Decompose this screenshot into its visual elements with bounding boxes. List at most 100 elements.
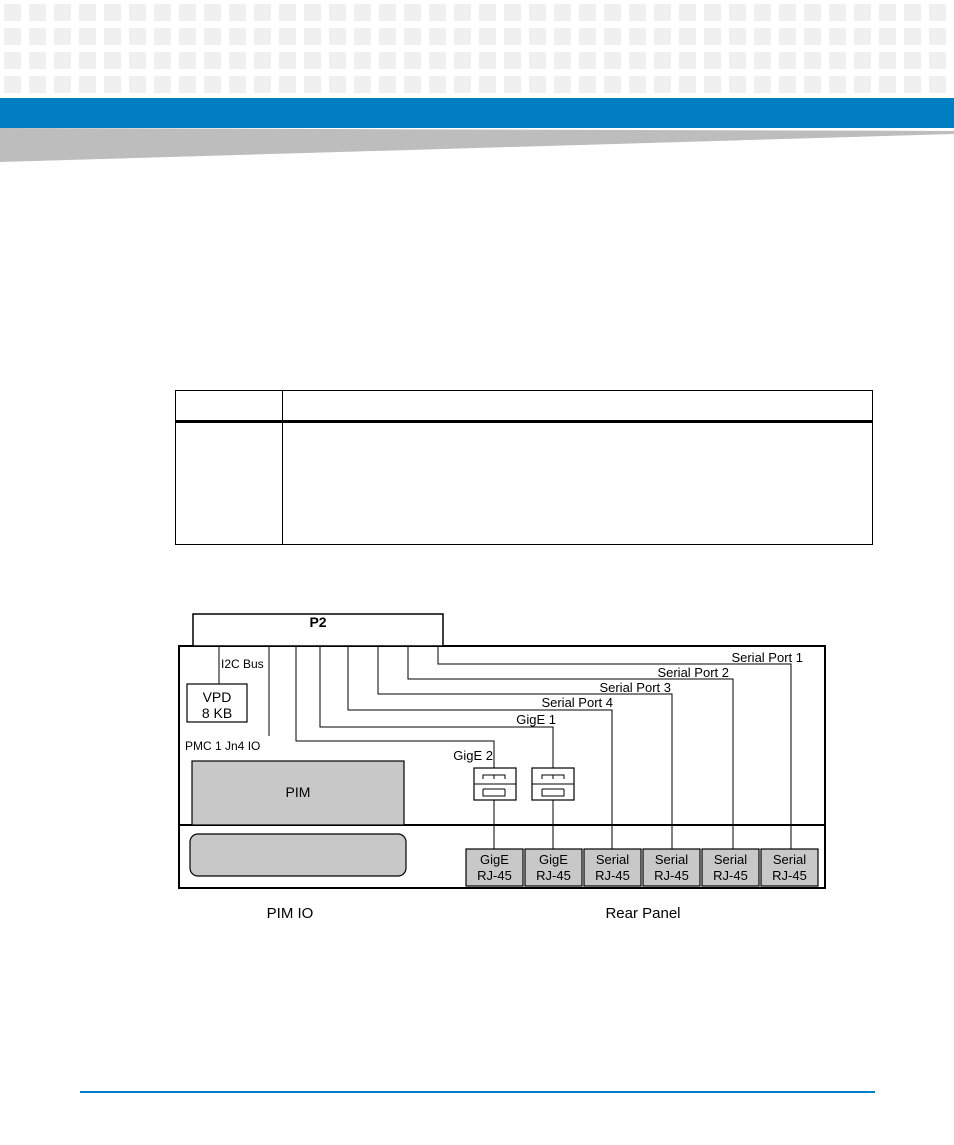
- pattern-square: [479, 28, 496, 45]
- pattern-square: [279, 52, 296, 69]
- pim-label: PIM: [286, 784, 311, 800]
- pim-io-caption: PIM IO: [267, 905, 314, 922]
- pattern-square: [779, 28, 796, 45]
- header-bar: [0, 98, 954, 128]
- footer-rule: [80, 1091, 875, 1093]
- pattern-square: [654, 4, 671, 21]
- pattern-square: [404, 76, 421, 93]
- header-pattern: [4, 4, 946, 93]
- pattern-square: [179, 76, 196, 93]
- pattern-square: [454, 52, 471, 69]
- p2-connector: [192, 613, 444, 647]
- gige-1-magnetics: [531, 767, 575, 801]
- port-connector-label: RJ-45: [595, 868, 630, 883]
- pattern-square: [429, 76, 446, 93]
- pattern-square: [454, 76, 471, 93]
- port-type-label: Serial: [773, 852, 806, 867]
- pattern-square: [79, 76, 96, 93]
- port-connector-label: RJ-45: [536, 868, 571, 883]
- pattern-square: [254, 28, 271, 45]
- pattern-square: [904, 76, 921, 93]
- pattern-square: [604, 76, 621, 93]
- pattern-square: [729, 4, 746, 21]
- pattern-square: [179, 4, 196, 21]
- pattern-square: [654, 28, 671, 45]
- pattern-square: [154, 4, 171, 21]
- pattern-square: [504, 76, 521, 93]
- pattern-square: [829, 28, 846, 45]
- pattern-square: [804, 4, 821, 21]
- pattern-square: [329, 4, 346, 21]
- pim-block: [191, 760, 405, 826]
- pattern-square: [729, 76, 746, 93]
- pattern-square: [729, 28, 746, 45]
- pattern-square: [779, 76, 796, 93]
- pattern-square: [254, 4, 271, 21]
- pattern-square: [704, 76, 721, 93]
- rear-port-box: [701, 848, 760, 887]
- pattern-square: [654, 52, 671, 69]
- pattern-square: [879, 76, 896, 93]
- board-outline: [178, 645, 826, 889]
- pattern-square: [904, 4, 921, 21]
- gige-1-route: [319, 646, 554, 768]
- table-header-cell: [282, 390, 873, 423]
- pattern-square: [629, 52, 646, 69]
- pattern-square: [179, 28, 196, 45]
- pattern-square: [204, 28, 221, 45]
- pattern-square: [54, 52, 71, 69]
- pattern-square: [354, 52, 371, 69]
- pattern-square: [329, 76, 346, 93]
- pattern-square: [479, 52, 496, 69]
- pattern-square: [879, 52, 896, 69]
- gige-2-magnetics: [473, 767, 517, 801]
- vpd-box: [186, 683, 248, 723]
- pattern-square: [254, 52, 271, 69]
- pattern-square: [754, 76, 771, 93]
- pattern-square: [429, 28, 446, 45]
- pattern-square: [379, 52, 396, 69]
- serial-port-3-route: [377, 646, 673, 825]
- pattern-square: [54, 4, 71, 21]
- rear-port-box: [642, 848, 701, 887]
- pattern-square: [904, 52, 921, 69]
- pattern-square: [854, 28, 871, 45]
- pattern-square: [229, 4, 246, 21]
- pattern-square: [279, 76, 296, 93]
- gige-2-route: [295, 646, 495, 768]
- pattern-square: [579, 52, 596, 69]
- pattern-square: [704, 28, 721, 45]
- pattern-square: [129, 28, 146, 45]
- table-header-row: [175, 390, 873, 423]
- rear-port-box: [760, 848, 819, 887]
- pattern-square: [304, 4, 321, 21]
- pattern-square: [354, 76, 371, 93]
- port-type-label: GigE: [480, 852, 509, 867]
- pattern-square: [379, 4, 396, 21]
- pattern-square: [254, 76, 271, 93]
- pattern-square: [29, 4, 46, 21]
- pattern-square: [79, 4, 96, 21]
- header-swoosh: [0, 128, 954, 162]
- serial-port-4-route: [347, 646, 613, 825]
- pattern-square: [29, 52, 46, 69]
- pattern-square: [404, 4, 421, 21]
- pattern-square: [754, 52, 771, 69]
- rear-port-box: [583, 848, 642, 887]
- table-cell: [175, 421, 283, 545]
- pattern-square: [604, 4, 621, 21]
- serial-port-1-route: [437, 646, 792, 825]
- pattern-square: [629, 76, 646, 93]
- pattern-square: [604, 52, 621, 69]
- pattern-square: [579, 28, 596, 45]
- p2-label: P2: [309, 614, 326, 630]
- pattern-square: [454, 4, 471, 21]
- pattern-square: [104, 52, 121, 69]
- pattern-square: [829, 52, 846, 69]
- pattern-square: [579, 4, 596, 21]
- pattern-square: [679, 4, 696, 21]
- pattern-square: [354, 28, 371, 45]
- pattern-square: [804, 52, 821, 69]
- pattern-square: [4, 52, 21, 69]
- pattern-square: [804, 76, 821, 93]
